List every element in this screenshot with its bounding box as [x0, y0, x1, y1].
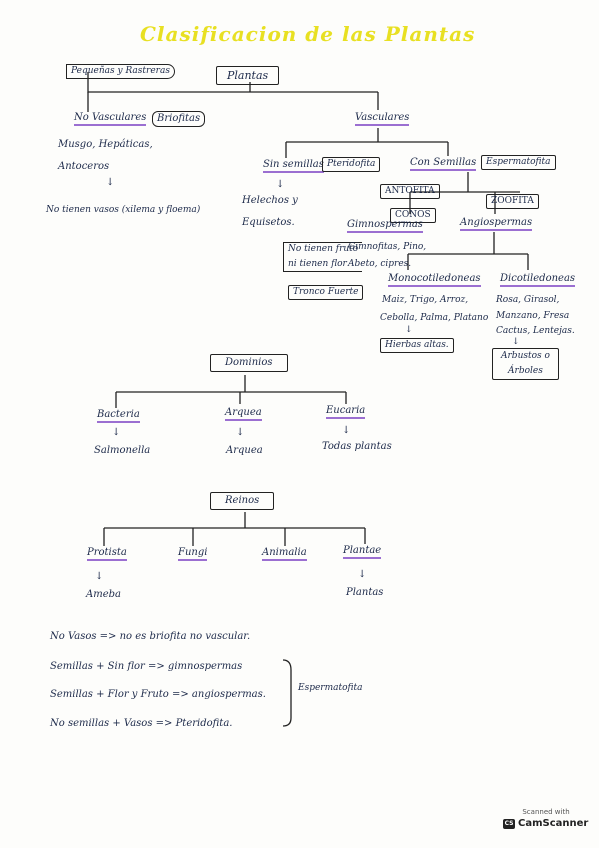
nv-examples-2: Antoceros — [58, 161, 110, 172]
antofita-box: ANTOFITA — [380, 184, 440, 199]
con-semillas-label: Con Semillas — [410, 158, 477, 171]
gimnospermas-label: Gimnospermas — [347, 220, 423, 233]
note-line-3: Semillas + Flor y Fruto => angiospermas. — [50, 689, 266, 700]
branch-vasc-split — [285, 128, 449, 158]
arrow-icon: ↓ — [112, 427, 121, 438]
dicot-label: Dicotiledoneas — [500, 274, 576, 287]
mono-note-box: Hierbas altas. — [380, 338, 454, 353]
nv-note: No tienen vasos (xilema y floema) — [46, 205, 201, 215]
mono-ex-1: Maiz, Trigo, Arroz, — [382, 295, 469, 305]
reino-example: Ameba — [86, 589, 121, 600]
arrow-icon: ↓ — [276, 179, 285, 190]
dicot-ex-2: Manzano, Fresa — [496, 311, 570, 321]
conos-box: CONOS — [390, 208, 436, 223]
sin-semillas-label: Sin semillas — [263, 160, 324, 173]
dicot-note-2: Árboles — [508, 366, 543, 376]
gim-ex-1: Gimnofitas, Pino, — [348, 242, 427, 252]
arrow-icon: ↓ — [405, 325, 413, 335]
bracket-label: Espermatofita — [298, 683, 363, 693]
arrow-icon: ↓ — [236, 427, 245, 438]
dominio-example: Todas plantas — [322, 441, 392, 452]
mono-ex-2: Cebolla, Palma, Platano — [380, 313, 489, 323]
tronco-box: Tronco Fuerte — [288, 285, 364, 300]
dicot-note-1: Arbustos o — [501, 351, 550, 361]
branch-angio-split — [407, 232, 529, 270]
scanned-with-text: Scanned with — [522, 808, 570, 816]
gim-note-2: ni tienen flor — [288, 259, 347, 269]
reino-name: Plantae — [343, 546, 382, 559]
ss-examples-1: Helechos y — [242, 195, 298, 206]
gim-note-box: No tienen fruto ni tienen flor — [283, 242, 363, 272]
dicot-note-box: Arbustos o Árboles — [492, 348, 559, 380]
branch-semillas-split — [409, 172, 520, 214]
dominio-name: Eucaria — [326, 406, 366, 419]
dicot-ex-3: Cactus, Lentejas. — [496, 326, 575, 336]
dominios-root-box: Dominios — [210, 354, 288, 372]
reinos-root-box: Reinos — [210, 492, 275, 510]
camscanner-stamp: Scanned with CS CamScanner — [503, 808, 589, 838]
plantas-root-box: Plantas — [216, 66, 280, 85]
reino-name: Fungi — [178, 548, 208, 561]
briofitas-box: Briofitas — [152, 111, 206, 127]
nv-examples-1: Musgo, Hepáticas, — [58, 139, 153, 150]
pteridofita-box: Pteridofita — [322, 157, 381, 172]
gim-note-1: No tienen fruto — [288, 244, 359, 254]
dicot-ex-1: Rosa, Girasol, — [496, 295, 560, 305]
reinos-branches — [103, 512, 366, 546]
gim-ex-2: Abeto, cipres. — [348, 259, 412, 269]
dominios-branches — [115, 375, 347, 408]
page-title: Clasificacion de las Plantas — [140, 22, 476, 46]
zoofita-box: ZOOFITA — [486, 194, 539, 209]
note-line-2: Semillas + Sin flor => gimnospermas — [50, 661, 243, 672]
reino-name: Protista — [87, 548, 127, 561]
notes-bracket — [282, 659, 292, 727]
camscanner-brand: CamScanner — [518, 818, 589, 829]
note-line-4: No semillas + Vasos => Pteridofita. — [50, 718, 233, 729]
no-vasculares-label: No Vasculares — [74, 113, 147, 126]
arrow-icon: ↓ — [342, 425, 351, 436]
arrow-icon: ↓ — [512, 337, 520, 347]
dominio-example: Arquea — [226, 445, 263, 456]
side-note-box: Pequeñas y Rastreras — [66, 64, 175, 79]
note-line-1: No Vasos => no es briofita no vascular. — [50, 631, 251, 642]
dominio-example: Salmonella — [94, 445, 151, 456]
arrow-icon: ↓ — [106, 177, 115, 188]
dominio-name: Bacteria — [97, 410, 140, 423]
reino-name: Animalia — [262, 548, 307, 561]
espermatofita-box: Espermatofita — [481, 155, 556, 170]
dominio-name: Arquea — [225, 408, 262, 421]
ss-examples-2: Equisetos. — [242, 217, 295, 228]
arrow-icon: ↓ — [358, 569, 367, 580]
reino-example: Plantas — [346, 587, 384, 598]
monocot-label: Monocotiledoneas — [388, 274, 481, 287]
angiospermas-label: Angiospermas — [460, 218, 533, 231]
camscanner-logo-icon: CS — [503, 818, 515, 829]
arrow-icon: ↓ — [95, 571, 104, 582]
vasculares-label: Vasculares — [355, 113, 410, 126]
